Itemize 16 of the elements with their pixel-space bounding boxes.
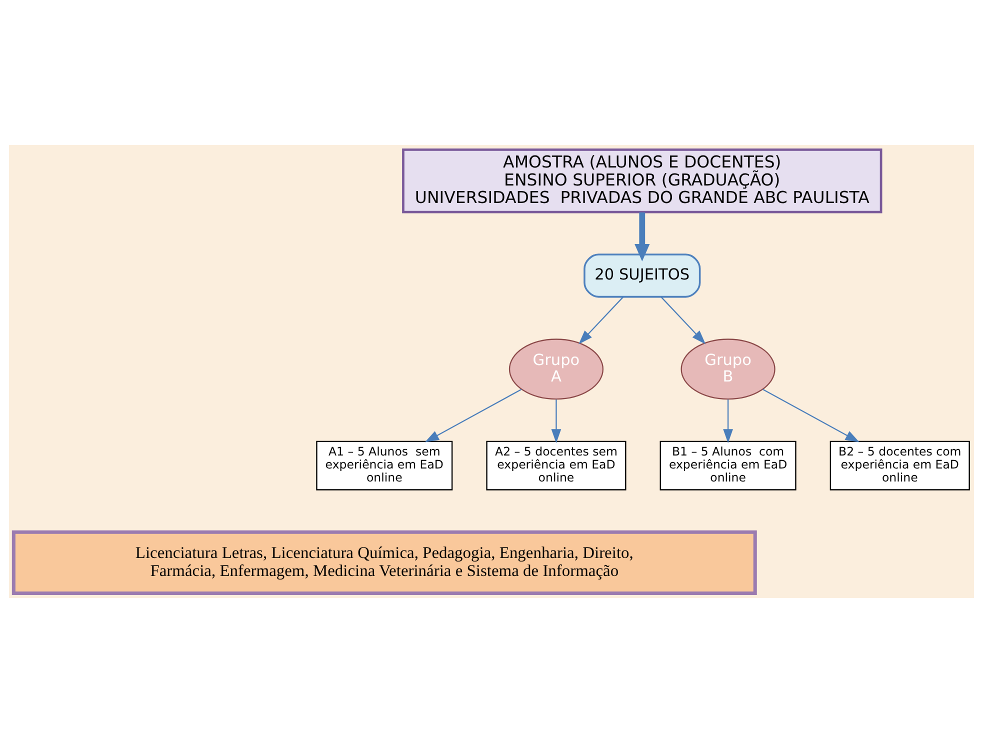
arrow xyxy=(551,399,562,443)
node-ellipse: Grupo B xyxy=(680,338,776,400)
arrow xyxy=(578,296,624,344)
arrow xyxy=(660,296,706,344)
node-box: 20 SUJEITOS xyxy=(584,253,701,298)
arrow xyxy=(424,388,522,442)
arrow xyxy=(723,399,733,443)
node-box: Licenciatura Letras, Licenciatura Química, Pedagogia, Engenharia, Direito, Farmácia, Enfermagem, Medicina Veterinária e Sistema de Informação xyxy=(12,530,757,595)
node-box: A1 – 5 Alunos sem experiência em EaD online xyxy=(316,440,453,490)
node-box: B2 – 5 docentes com experiência em EaD online xyxy=(830,440,970,490)
node-box: A2 – 5 docentes sem experiência em EaD online xyxy=(486,440,626,490)
arrow xyxy=(634,212,650,261)
arrow xyxy=(762,388,860,442)
node-box: B1 – 5 Alunos com experiência em EaD online xyxy=(660,440,796,490)
node-ellipse: Grupo A xyxy=(508,338,604,400)
node-box: AMOSTRA (ALUNOS E DOCENTES) ENSINO SUPERIOR (GRADUAÇÃO) UNIVERSIDADES PRIVADAS DO GRANDE ABC PAULISTA xyxy=(402,148,882,213)
